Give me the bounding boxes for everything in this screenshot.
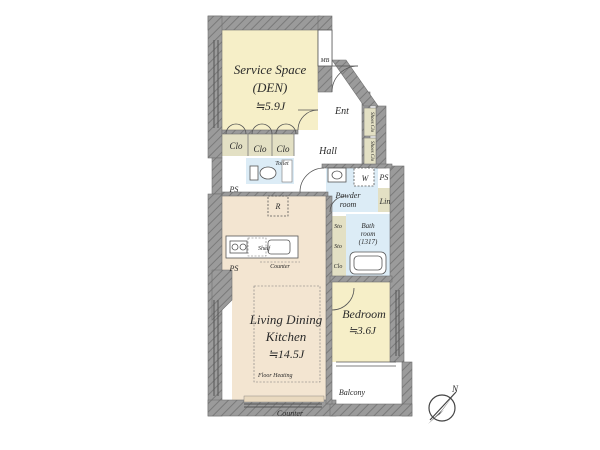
mb-label: MB xyxy=(320,58,330,64)
ps-label-left-top: PS xyxy=(229,185,239,194)
powder-door[interactable] xyxy=(329,195,347,213)
sto-label-2: Sto xyxy=(334,244,342,250)
hall-label: Hall xyxy=(318,146,337,157)
powder-label-2: room xyxy=(340,200,357,209)
storage-strip xyxy=(330,216,346,278)
ps-label-left-bottom: PS xyxy=(229,264,239,273)
ldk-title-2: Kitchen xyxy=(265,329,306,344)
washer xyxy=(353,167,375,187)
den-closet-dividers xyxy=(247,134,295,156)
balcony-floor xyxy=(332,362,404,402)
linen-closet-floor xyxy=(378,188,392,212)
compass-circle xyxy=(428,394,456,422)
den-closet-area xyxy=(222,134,294,156)
bath-label-1: Bath xyxy=(361,222,375,230)
service-space-title-1: Service Space xyxy=(234,62,307,77)
service-space-area: ≒5.9J xyxy=(255,99,286,113)
ldk-door[interactable] xyxy=(299,167,325,193)
entrance-label: Ent xyxy=(334,106,349,117)
den-door[interactable] xyxy=(297,109,319,131)
shelf-label: Shelf xyxy=(258,245,271,252)
service-space-floor xyxy=(222,30,318,134)
shoes-closet-1 xyxy=(363,107,377,137)
entrance-floor xyxy=(318,92,362,130)
bedroom-door[interactable] xyxy=(331,287,355,311)
kitchen-shelf-outline xyxy=(247,237,267,257)
sto-label-1: Sto xyxy=(334,224,342,230)
powder-label-1: Powder xyxy=(335,191,362,200)
counter-label: Counter xyxy=(270,264,290,270)
bath-size-label: (1317) xyxy=(359,238,378,246)
den-closet-doors[interactable] xyxy=(225,123,297,135)
bedroom-floor xyxy=(330,280,390,362)
bedroom-area: ≒3.6J xyxy=(348,325,377,337)
powder-sink xyxy=(327,167,347,183)
mb-cabinet xyxy=(317,29,333,67)
balcony-label: Balcony xyxy=(339,388,366,397)
floor-heating-label: Floor Heating xyxy=(257,373,293,379)
ldk-area: ≒14.5J xyxy=(268,347,305,361)
toilet-counter xyxy=(281,159,293,183)
ldk-floor xyxy=(222,196,330,400)
ldk-title-1: Living Dining xyxy=(249,312,323,327)
bathtub xyxy=(349,251,387,275)
r-label: R xyxy=(275,202,281,211)
shoes-clo-label-2: Shoes Clo xyxy=(369,141,374,162)
w-label: W xyxy=(362,174,370,183)
entrance-door[interactable] xyxy=(331,65,359,93)
balcony-door[interactable] xyxy=(336,361,396,367)
shoes-clo-label-1: Shoes Clo xyxy=(369,112,374,133)
clo-label-bath: Clo xyxy=(334,264,343,270)
floor-heating-area xyxy=(253,285,321,383)
windows xyxy=(213,40,400,408)
hall-floor xyxy=(298,130,364,168)
bath-label-2: room xyxy=(361,230,376,238)
bedroom-title: Bedroom xyxy=(342,307,386,321)
diagonal-wall-ldk xyxy=(211,269,233,321)
bottom-counter-label: Counter xyxy=(277,409,304,418)
ps-label-right: PS xyxy=(379,173,389,182)
service-space-title-2: (DEN) xyxy=(253,80,288,95)
bottom-counter xyxy=(243,395,325,403)
clo-label-1: Clo xyxy=(229,141,243,151)
toilet-label: Toilet xyxy=(275,161,289,167)
kitchen-stove xyxy=(229,240,248,254)
clo-label-3: Clo xyxy=(276,144,290,154)
lin-label: Lin xyxy=(379,197,391,206)
refrigerator xyxy=(267,195,289,217)
diagonal-wall-top xyxy=(331,59,379,107)
compass-north-label: N xyxy=(451,384,459,394)
kitchen-sink xyxy=(267,239,291,255)
compass: N xyxy=(428,384,459,424)
shoes-closet-2 xyxy=(363,137,377,165)
toilet-fixture xyxy=(249,165,277,181)
clo-label-2: Clo xyxy=(253,144,267,154)
